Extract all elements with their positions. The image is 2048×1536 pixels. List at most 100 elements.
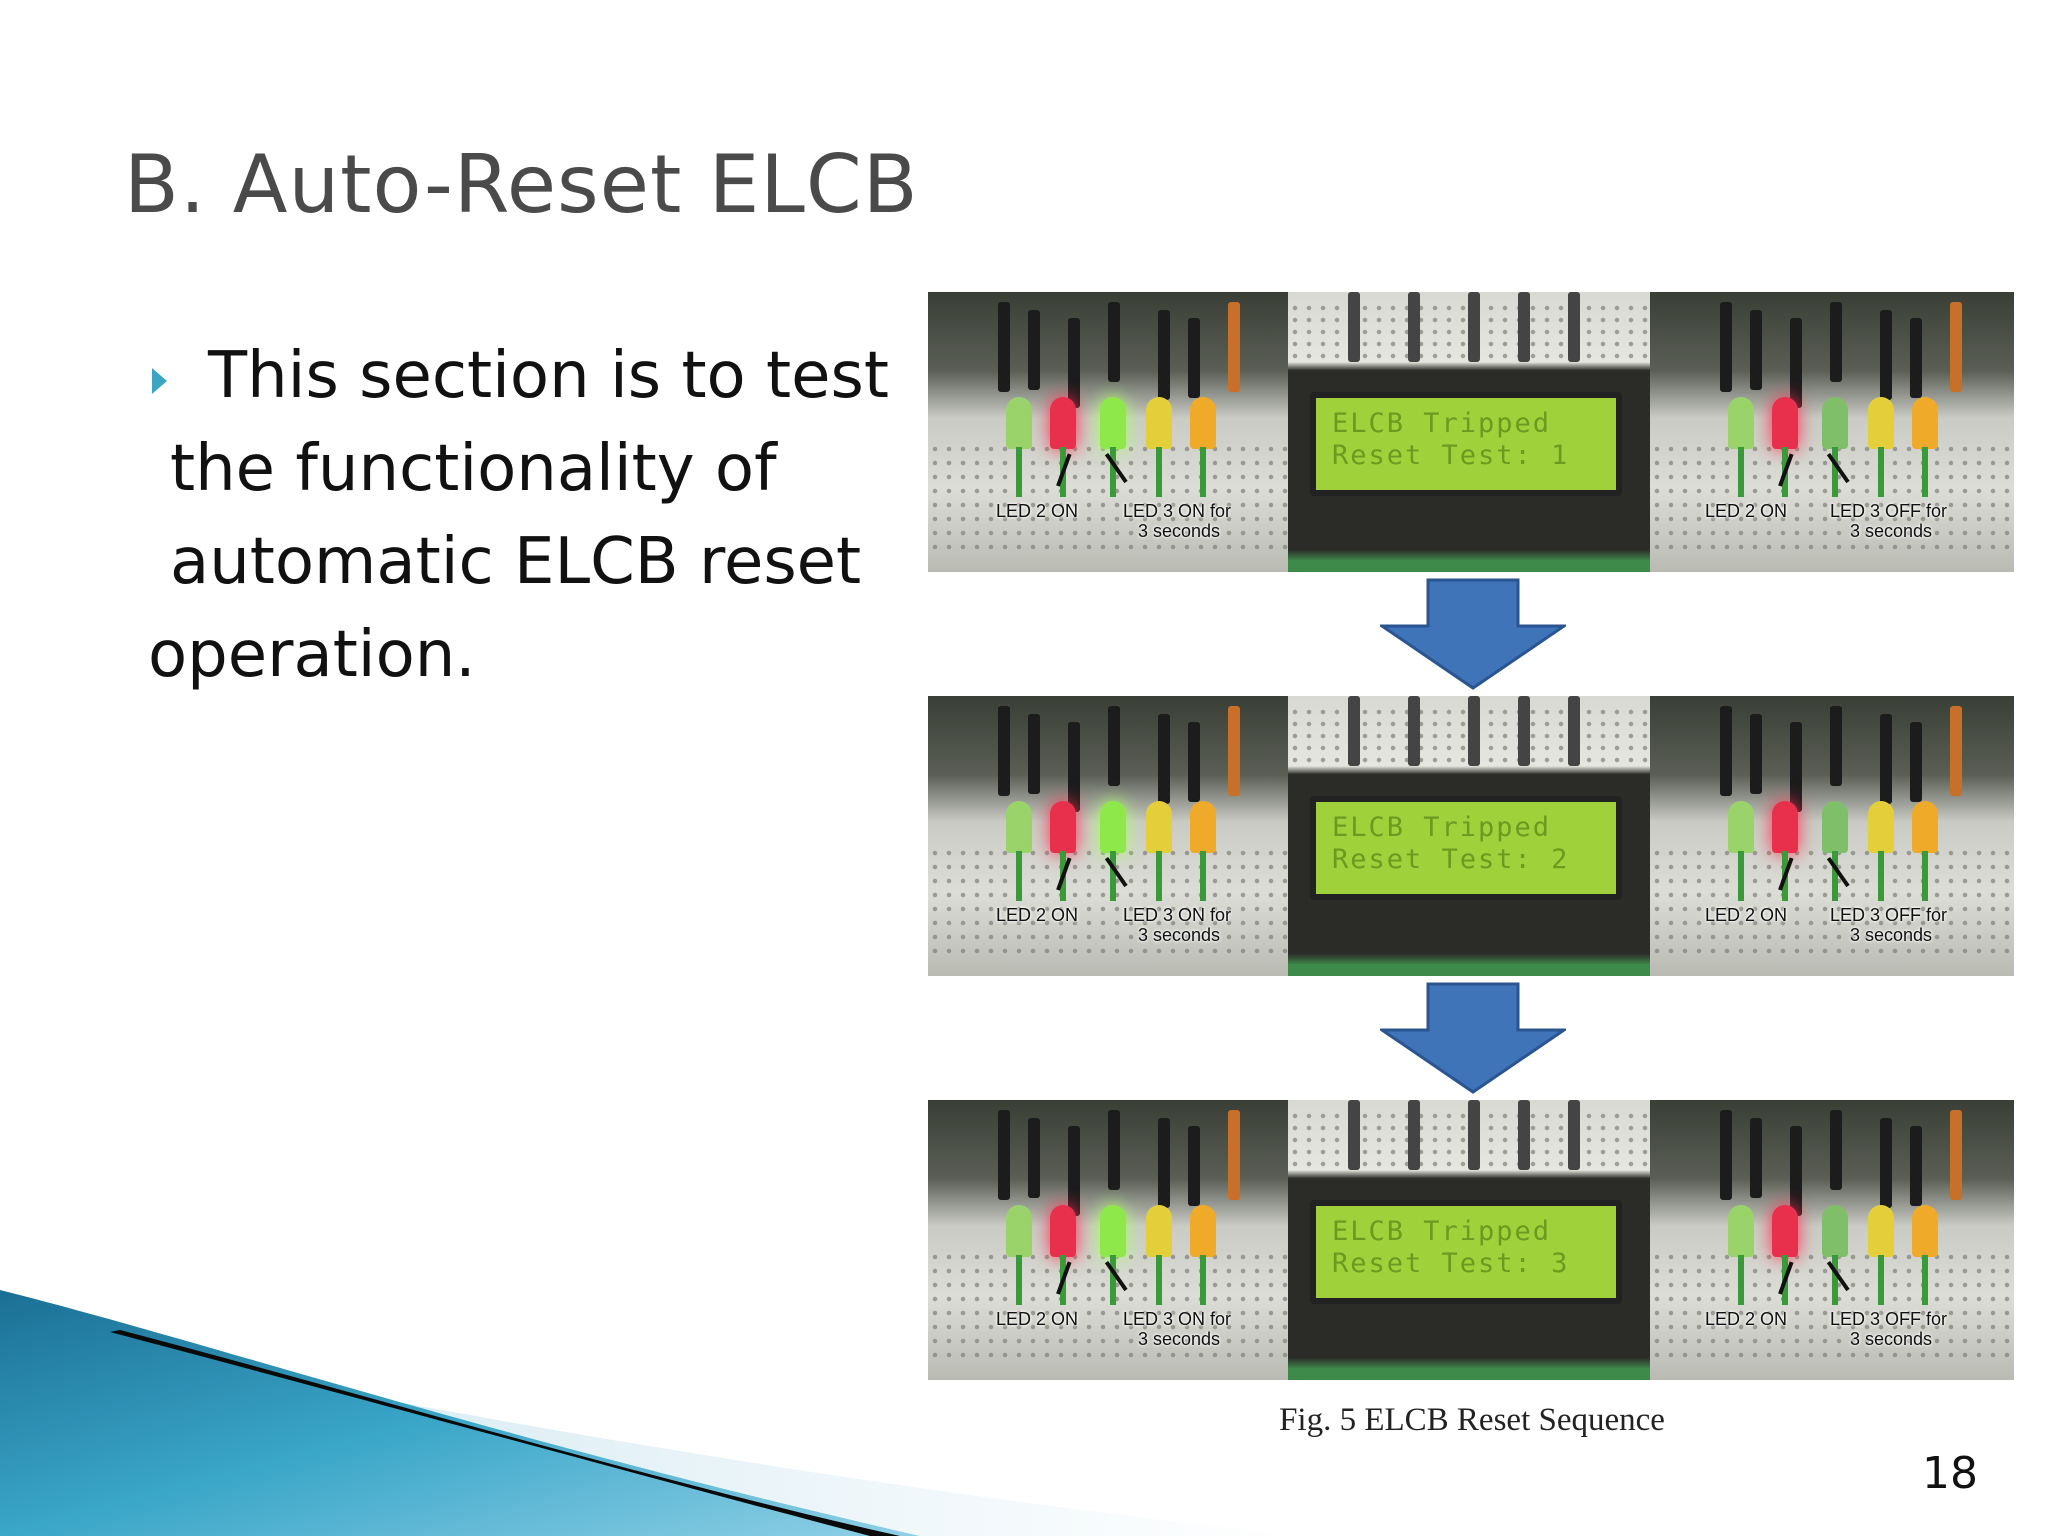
led-leg	[1738, 447, 1744, 497]
jumper-wire	[1468, 292, 1480, 362]
jumper-wire	[1348, 1100, 1360, 1170]
led-caption: LED 3 ON for	[1123, 501, 1232, 521]
figure-caption: Fig. 5 ELCB Reset Sequence	[1279, 1402, 1665, 1438]
jumper-wire	[1108, 706, 1120, 786]
down-arrow-icon	[1380, 578, 1566, 690]
led-leg	[1200, 1255, 1206, 1305]
led-leg	[1156, 851, 1162, 901]
jumper-wire	[1790, 1126, 1802, 1216]
led-leg	[1110, 851, 1116, 901]
down-arrow-icon	[1380, 982, 1566, 1094]
led-4	[1868, 1205, 1894, 1257]
led-leg	[1200, 447, 1206, 497]
led-4	[1146, 397, 1172, 449]
led-caption: 3 seconds	[1138, 521, 1221, 541]
jumper-wire	[998, 302, 1010, 392]
led-3	[1822, 801, 1848, 853]
jumper-wire	[1720, 302, 1732, 392]
led-5	[1190, 1205, 1216, 1257]
jumper-wire	[1880, 1118, 1892, 1208]
jumper-wire	[1950, 706, 1962, 796]
jumper-wire	[1468, 1100, 1480, 1170]
led-leg	[1922, 447, 1928, 497]
led-leg	[1832, 1255, 1838, 1305]
led-leg	[1016, 447, 1022, 497]
led-leg	[1110, 1255, 1116, 1305]
jumper-wire	[1910, 1126, 1922, 1206]
jumper-wire	[1228, 1110, 1240, 1200]
led-3	[1822, 1205, 1848, 1257]
jumper-wire	[1188, 318, 1200, 398]
jumper-wire	[1068, 722, 1080, 812]
led-5	[1190, 397, 1216, 449]
jumper-wire	[1108, 1110, 1120, 1190]
lcd-line-2: Reset Test: 3	[1332, 1248, 1570, 1279]
led-leg	[1016, 1255, 1022, 1305]
decorative-swoosh	[0, 1290, 1300, 1536]
led-caption: LED 2 ON	[1705, 905, 1788, 925]
led-leg	[1832, 851, 1838, 901]
lcd-line-2: Reset Test: 2	[1332, 844, 1570, 875]
led-caption: 3 seconds	[1138, 1329, 1221, 1349]
led-leg	[1878, 1255, 1884, 1305]
jumper-wire	[1790, 722, 1802, 812]
bullet-text-line: operation.	[148, 618, 476, 692]
jumper-wire	[1568, 292, 1580, 362]
led-caption: 3 seconds	[1138, 925, 1221, 945]
led-leg	[1200, 851, 1206, 901]
jumper-wire	[1068, 318, 1080, 408]
lcd-line-2: Reset Test: 1	[1332, 440, 1570, 471]
led-caption: LED 2 ON	[996, 501, 1079, 521]
led-5	[1912, 801, 1938, 853]
jumper-wire	[1468, 696, 1480, 766]
jumper-wire	[1518, 292, 1530, 362]
led-2	[1772, 1205, 1798, 1257]
jumper-wire	[1028, 714, 1040, 794]
led-3	[1100, 397, 1126, 449]
jumper-wire	[1408, 1100, 1420, 1170]
jumper-wire	[1188, 722, 1200, 802]
led-4	[1146, 1205, 1172, 1257]
page-number: 18	[1922, 1448, 1978, 1499]
jumper-wire	[1880, 714, 1892, 804]
jumper-wire	[1950, 302, 1962, 392]
led-leg	[1738, 851, 1744, 901]
jumper-wire	[1720, 706, 1732, 796]
led-leg	[1016, 851, 1022, 901]
led-caption: 3 seconds	[1850, 925, 1933, 945]
jumper-wire	[1950, 1110, 1962, 1200]
led-caption: LED 2 ON	[996, 1309, 1079, 1329]
led-caption: 3 seconds	[1850, 1329, 1933, 1349]
lcd-line-1: ELCB Tripped	[1332, 1216, 1552, 1247]
led-5	[1912, 1205, 1938, 1257]
jumper-wire	[1188, 1126, 1200, 1206]
jumper-wire	[1068, 1126, 1080, 1216]
led-caption: LED 3 ON for	[1123, 1309, 1232, 1329]
led-caption: LED 3 ON for	[1123, 905, 1232, 925]
led-1	[1006, 397, 1032, 449]
jumper-wire	[1880, 310, 1892, 400]
jumper-wire	[1158, 714, 1170, 804]
led-4	[1868, 801, 1894, 853]
jumper-wire	[1790, 318, 1802, 408]
led-leg	[1156, 1255, 1162, 1305]
led-leg	[1922, 1255, 1928, 1305]
led-caption: LED 2 ON	[1705, 501, 1788, 521]
jumper-wire	[1830, 1110, 1842, 1190]
jumper-wire	[1750, 714, 1762, 794]
led-leg	[1738, 1255, 1744, 1305]
jumper-wire	[1518, 696, 1530, 766]
led-2	[1050, 801, 1076, 853]
jumper-wire	[1158, 1118, 1170, 1208]
led-5	[1912, 397, 1938, 449]
led-2	[1772, 801, 1798, 853]
led-4	[1146, 801, 1172, 853]
jumper-wire	[1750, 1118, 1762, 1198]
led-caption: LED 2 ON	[1705, 1309, 1788, 1329]
